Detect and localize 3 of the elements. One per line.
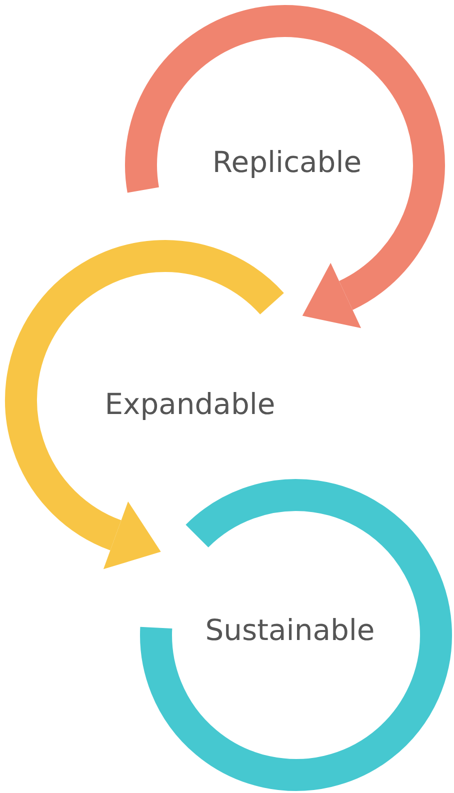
cycle-label: Replicable <box>212 145 362 179</box>
cycle-label: Expandable <box>104 387 276 421</box>
cycle-label: Sustainable <box>205 613 375 647</box>
